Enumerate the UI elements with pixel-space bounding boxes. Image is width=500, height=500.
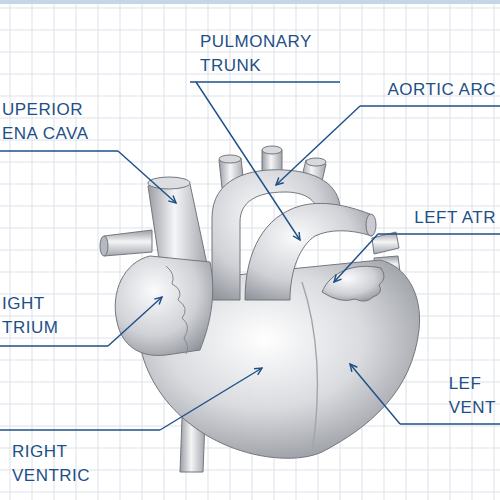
label-underline — [190, 81, 340, 82]
grid-line — [0, 492, 500, 493]
grid-line — [0, 250, 500, 251]
grid-line — [0, 8, 500, 9]
leader-line — [118, 151, 176, 203]
leader-line — [334, 234, 378, 282]
label-underline — [0, 150, 118, 151]
label-underline — [378, 233, 500, 234]
vessel-opening — [100, 236, 108, 256]
right-atrium — [115, 256, 213, 355]
pulmonary-artery — [104, 230, 152, 256]
leader-line — [350, 364, 400, 424]
interventricular-groove — [302, 282, 317, 452]
part-label: LEF VENT — [449, 372, 496, 420]
label-underline — [0, 429, 160, 430]
grid-line — [0, 52, 500, 53]
top-band — [0, 0, 500, 4]
part-label: LEFT ATR — [414, 206, 496, 230]
left-atrium — [322, 266, 384, 301]
label-underline — [0, 345, 108, 346]
grid-line — [0, 162, 500, 163]
vessel-opening — [366, 214, 376, 236]
vessel-opening — [306, 158, 326, 166]
part-label: PULMONARY TRUNK — [200, 30, 312, 78]
grid-line — [0, 228, 500, 229]
part-label: UPERIOR ENA CAVA — [2, 98, 116, 146]
label-underline — [360, 105, 500, 106]
label-underline — [400, 423, 500, 424]
leader-line — [276, 106, 360, 185]
leader-line — [160, 368, 262, 430]
heart — [100, 146, 420, 472]
leader-lines — [0, 82, 500, 430]
superior-vena-cava — [148, 180, 207, 266]
vessel-opening — [262, 146, 282, 154]
grid-line — [0, 30, 500, 31]
leader-line — [108, 297, 162, 346]
atrium-edge — [166, 266, 188, 354]
vessel-opening — [219, 155, 241, 163]
grid-line — [0, 206, 500, 207]
part-label: RIGHT VENTRIC — [12, 440, 90, 488]
part-label: IGHT TRIUM — [2, 292, 58, 340]
part-label: AORTIC ARC — [387, 78, 496, 102]
leader-line — [196, 82, 300, 240]
